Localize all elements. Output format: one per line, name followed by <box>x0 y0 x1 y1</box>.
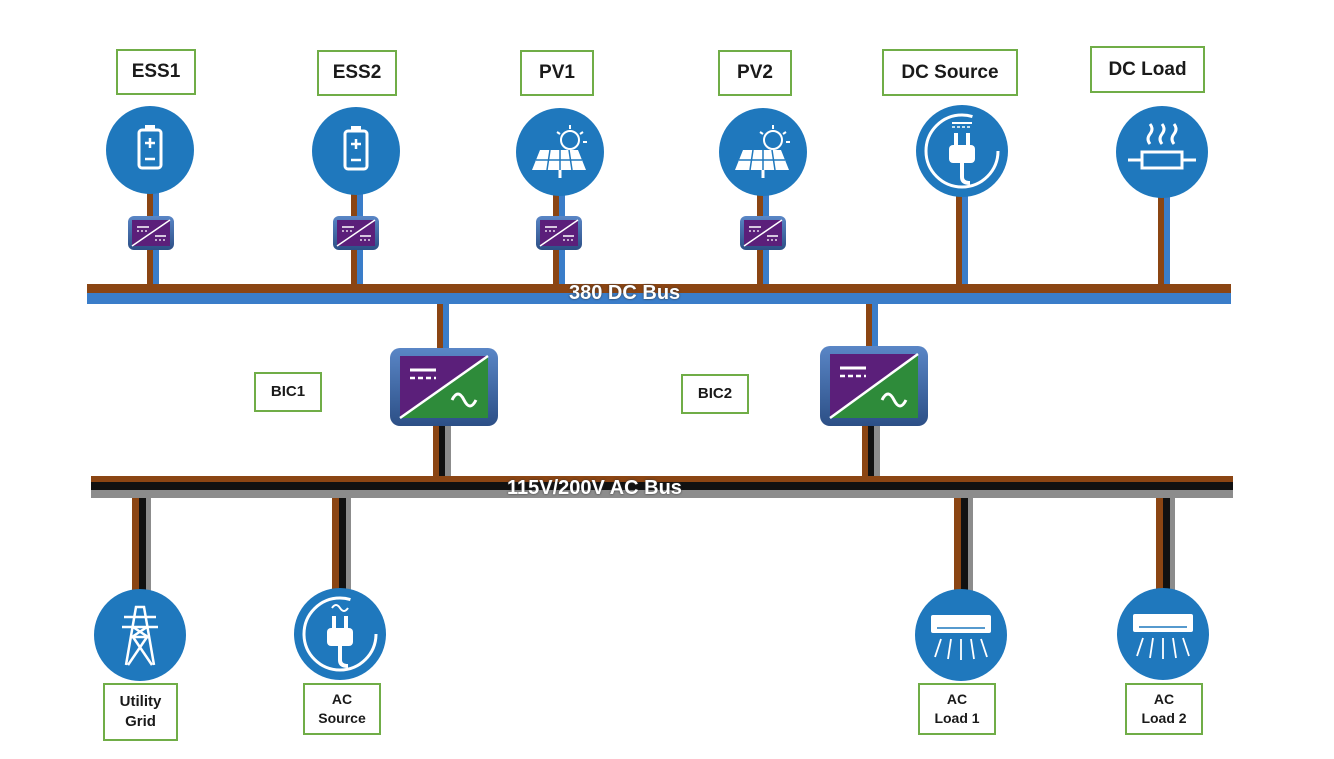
ess2-label: ESS2 <box>317 50 397 96</box>
ac-feeder-ac-source <box>332 498 351 598</box>
ac-plug-icon <box>294 588 386 680</box>
bic2-ac-feeder <box>862 424 880 477</box>
plug-icon <box>916 105 1008 197</box>
dc-dc-converter-icon <box>536 216 582 250</box>
dc-source-label: DC Source <box>882 49 1018 96</box>
bic2-label-text: BIC2 <box>697 385 733 402</box>
bic2-dc-feeder-blue <box>872 304 878 350</box>
utility-grid-label-text: Utility Grid <box>119 693 162 730</box>
ac-load-2-label-text: AC Load 2 <box>1141 691 1187 726</box>
ac-load-1-label-text: AC Load 1 <box>934 691 980 726</box>
dc-feeder-dc-load <box>1158 190 1170 286</box>
dc-dc-converter-icon <box>740 216 786 250</box>
solar-panel-icon <box>516 108 604 196</box>
bic1-label-text: BIC1 <box>270 383 306 400</box>
ess2-label-text: ESS2 <box>332 62 382 83</box>
pv2-label: PV2 <box>718 50 792 96</box>
bic1-dc-feeder-blue <box>443 304 449 352</box>
bic1-dc-feeder-brown <box>437 304 443 352</box>
bic1-label: BIC1 <box>254 372 322 412</box>
dc-bus-label: 380 DC Bus <box>569 282 681 304</box>
pv1-label-text: PV1 <box>539 62 575 83</box>
dc-ac-converter-icon <box>820 346 928 426</box>
pv1-label: PV1 <box>520 50 594 96</box>
ess1-label: ESS1 <box>116 49 196 95</box>
pv2-label-text: PV2 <box>737 62 773 83</box>
ac-bus <box>91 476 1233 498</box>
heater-icon <box>1116 106 1208 198</box>
ac-source-label-text: AC Source <box>318 691 366 726</box>
ac-feeder-ac-load-2 <box>1156 498 1175 598</box>
air-conditioner-icon <box>915 589 1007 681</box>
dc-feeders <box>147 188 1170 286</box>
battery-icon <box>106 106 194 194</box>
utility-grid-label: Utility Grid <box>103 683 178 741</box>
dc-load-label-text: DC Load <box>1108 58 1187 80</box>
dc-source-label-text: DC Source <box>901 61 999 83</box>
ac-source-label: AC Source <box>303 683 381 735</box>
solar-panel-icon <box>719 108 807 196</box>
air-conditioner-icon <box>1117 588 1209 680</box>
ac-feeder-utility-grid <box>132 498 151 598</box>
bic2-label: BIC2 <box>681 374 749 414</box>
dc-load-label: DC Load <box>1090 46 1205 93</box>
ac-load-2-label: AC Load 2 <box>1125 683 1203 735</box>
dc-dc-converter-icon <box>128 216 174 250</box>
transmission-tower-icon <box>94 589 186 681</box>
ac-bus-label: 115V/200V AC Bus <box>507 477 682 499</box>
dc-bus <box>87 284 1231 304</box>
dc-feeder-dc-source <box>956 190 968 286</box>
bic1-ac-feeder <box>433 424 451 477</box>
ac-feeder-ac-load-1 <box>954 498 973 598</box>
battery-icon <box>312 107 400 195</box>
dc-ac-converter-icon <box>390 348 498 426</box>
bic2-dc-feeder-brown <box>866 304 872 350</box>
ess1-label-text: ESS1 <box>131 61 181 82</box>
dc-dc-converter-icon <box>333 216 379 250</box>
ac-load-1-label: AC Load 1 <box>918 683 996 735</box>
